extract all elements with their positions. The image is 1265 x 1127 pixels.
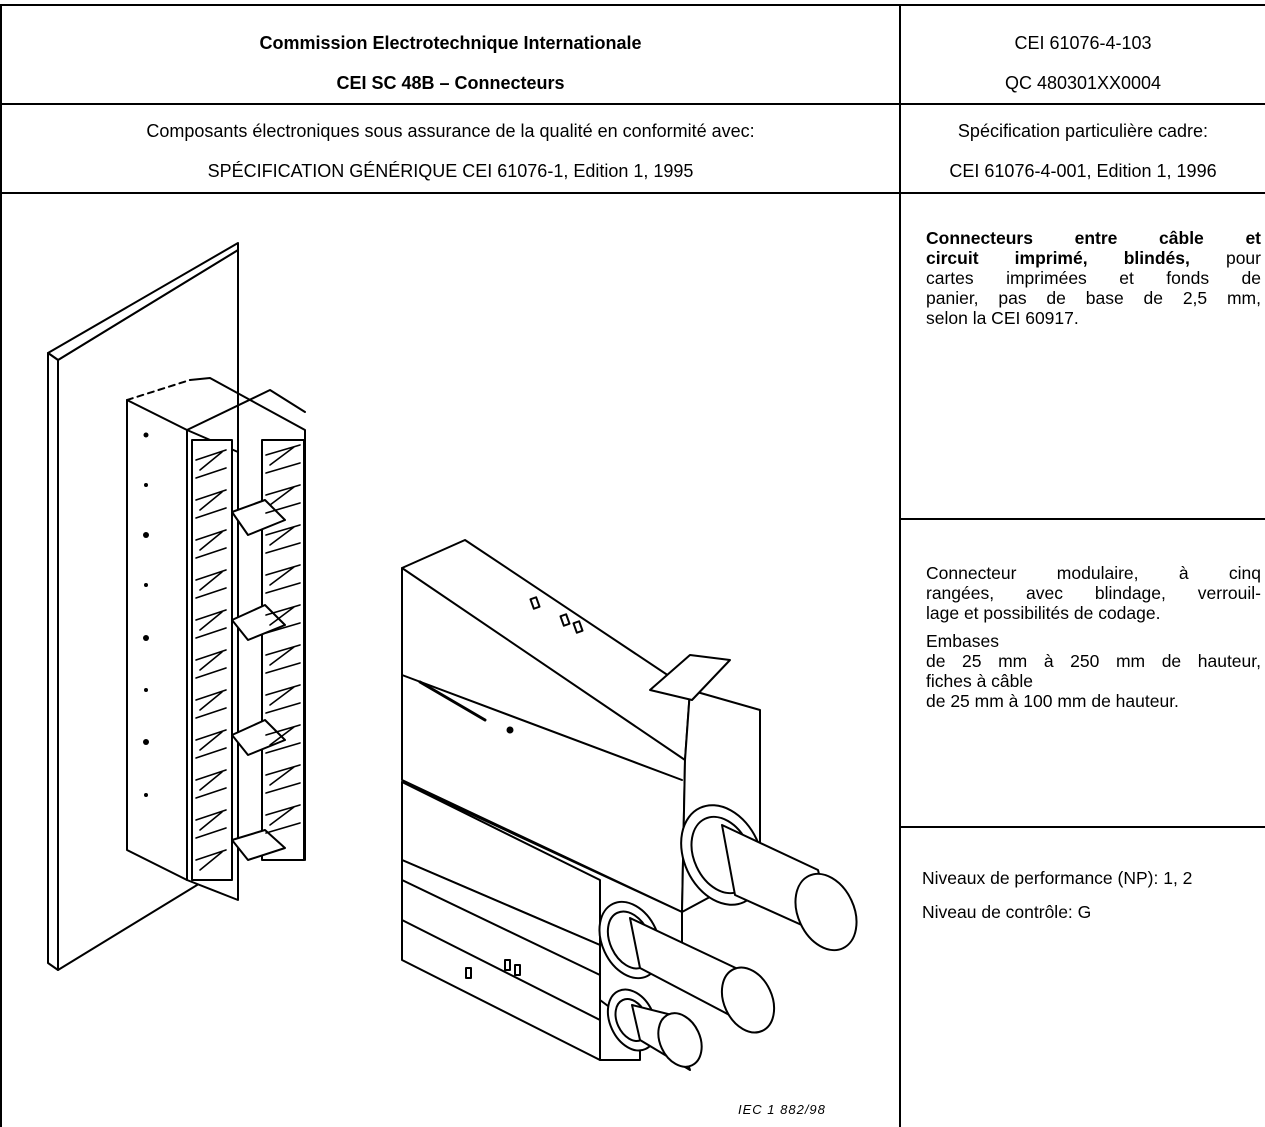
description-line-5: selon la CEI 60917. [926, 308, 1079, 328]
description-block: Connecteurs entre câble et circuit impri… [926, 228, 1261, 328]
features-line-5: de 25 mm à 250 mm de hauteur, [926, 651, 1261, 671]
row-divider-1 [0, 103, 1265, 105]
row-divider-2 [0, 192, 1265, 194]
description-line-2-rest: pour [1189, 248, 1261, 268]
description-line-1: Connecteurs entre câble et [926, 228, 1261, 248]
conformity-line-1: Composants électroniques sous assurance … [146, 121, 755, 141]
side-divider-1 [900, 518, 1265, 520]
sectional-spec-label: Spécification particulière cadre: [957, 121, 1209, 141]
side-divider-2 [900, 826, 1265, 828]
figure-credit: IEC 1 882/98 [738, 1102, 826, 1117]
performance-levels: Niveaux de performance (NP): 1, 2 [922, 868, 1193, 888]
description-line-2: circuit imprimé, blindés, pour [926, 248, 1261, 268]
features-line-4: Embases [926, 631, 999, 651]
contact-slots [195, 444, 301, 871]
table-top-border [0, 4, 1265, 6]
generic-spec: SPÉCIFICATION GÉNÉRIQUE CEI 61076-1, Edi… [207, 161, 694, 181]
qc-number: QC 480301XX0004 [1004, 73, 1162, 93]
column-divider [899, 4, 901, 1127]
features-block: Connecteur modulaire, à cinq rangées, av… [926, 563, 1261, 711]
description-line-4: panier, pas de base de 2,5 mm, [926, 288, 1261, 308]
committee-title: CEI SC 48B – Connecteurs [336, 73, 565, 93]
features-line-7: de 25 mm à 100 mm de hauteur. [926, 691, 1179, 711]
inspection-level: Niveau de contrôle: G [922, 902, 1092, 922]
features-line-2: rangées, avec blindage, verrouil- [926, 583, 1261, 603]
features-line-1: Connecteur modulaire, à cinq [926, 563, 1261, 583]
description-line-2-bold: circuit imprimé, blindés, [926, 248, 1190, 268]
features-line-6: fiches à câble [926, 671, 1034, 691]
connector-drawing [47, 242, 858, 1071]
features-line-3: lage et possibilités de codage. [926, 603, 1161, 623]
sectional-spec-reference: CEI 61076-4-001, Edition 1, 1996 [949, 161, 1217, 181]
cables [629, 824, 858, 1071]
description-line-3: cartes imprimées et fonds de [926, 268, 1261, 288]
table-left-border [0, 4, 2, 1127]
org-name: Commission Electrotechnique Internationa… [259, 33, 642, 53]
spec-number: CEI 61076-4-103 [1014, 33, 1152, 53]
